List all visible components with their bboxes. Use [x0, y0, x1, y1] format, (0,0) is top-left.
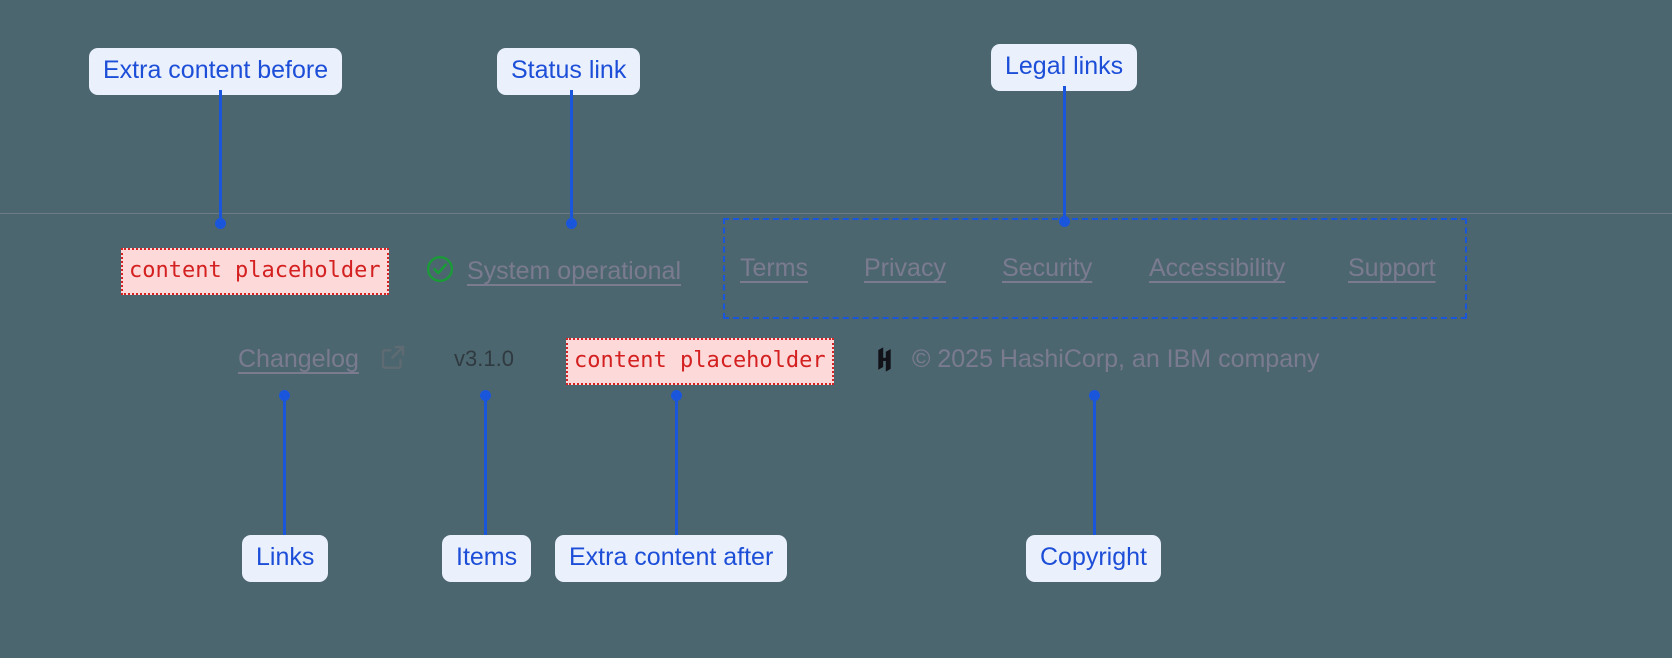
check-circle-icon — [425, 254, 455, 289]
legal-link-privacy[interactable]: Privacy — [864, 254, 946, 282]
changelog-link[interactable]: Changelog — [238, 345, 359, 373]
callout-legal-links: Legal links — [991, 44, 1138, 91]
connector-legal-links — [1063, 86, 1066, 220]
connector-dot-legal-links — [1059, 216, 1070, 227]
connector-status-link — [570, 90, 573, 222]
hashicorp-logo — [869, 344, 900, 380]
status-link-label: System operational — [467, 257, 682, 285]
footer-top-divider — [0, 213, 1672, 214]
connector-copyright — [1093, 396, 1096, 561]
callout-items: Items — [442, 535, 532, 582]
connector-extra-content-after — [675, 396, 678, 561]
connector-extra-content-before — [219, 90, 222, 222]
legal-link-support[interactable]: Support — [1348, 254, 1436, 282]
connector-dot-items — [480, 390, 491, 401]
connector-dot-links — [279, 390, 290, 401]
external-link-icon[interactable] — [378, 342, 408, 377]
extra-content-after-placeholder: content placeholder — [566, 338, 834, 385]
version-label: v3.1.0 — [454, 346, 514, 371]
extra-content-before-placeholder: content placeholder — [121, 248, 389, 295]
callout-status-link: Status link — [497, 48, 641, 95]
connector-dot-extra-content-after — [671, 390, 682, 401]
connector-dot-copyright — [1089, 390, 1100, 401]
connector-dot-extra-content-before — [215, 218, 226, 229]
callout-extra-content-after: Extra content after — [555, 535, 788, 582]
connector-dot-status-link — [566, 218, 577, 229]
callout-extra-content-before: Extra content before — [89, 48, 343, 95]
callout-links: Links — [242, 535, 329, 582]
connector-items — [484, 396, 487, 561]
connector-links — [283, 396, 286, 561]
legal-link-security[interactable]: Security — [1002, 254, 1093, 282]
legal-link-terms[interactable]: Terms — [740, 254, 809, 282]
callout-copyright: Copyright — [1026, 535, 1161, 582]
status-link[interactable]: System operational — [425, 254, 681, 289]
copyright-text: © 2025 HashiCorp, an IBM company — [912, 345, 1320, 373]
legal-link-accessibility[interactable]: Accessibility — [1149, 254, 1286, 282]
legal-links-region — [723, 218, 1467, 319]
